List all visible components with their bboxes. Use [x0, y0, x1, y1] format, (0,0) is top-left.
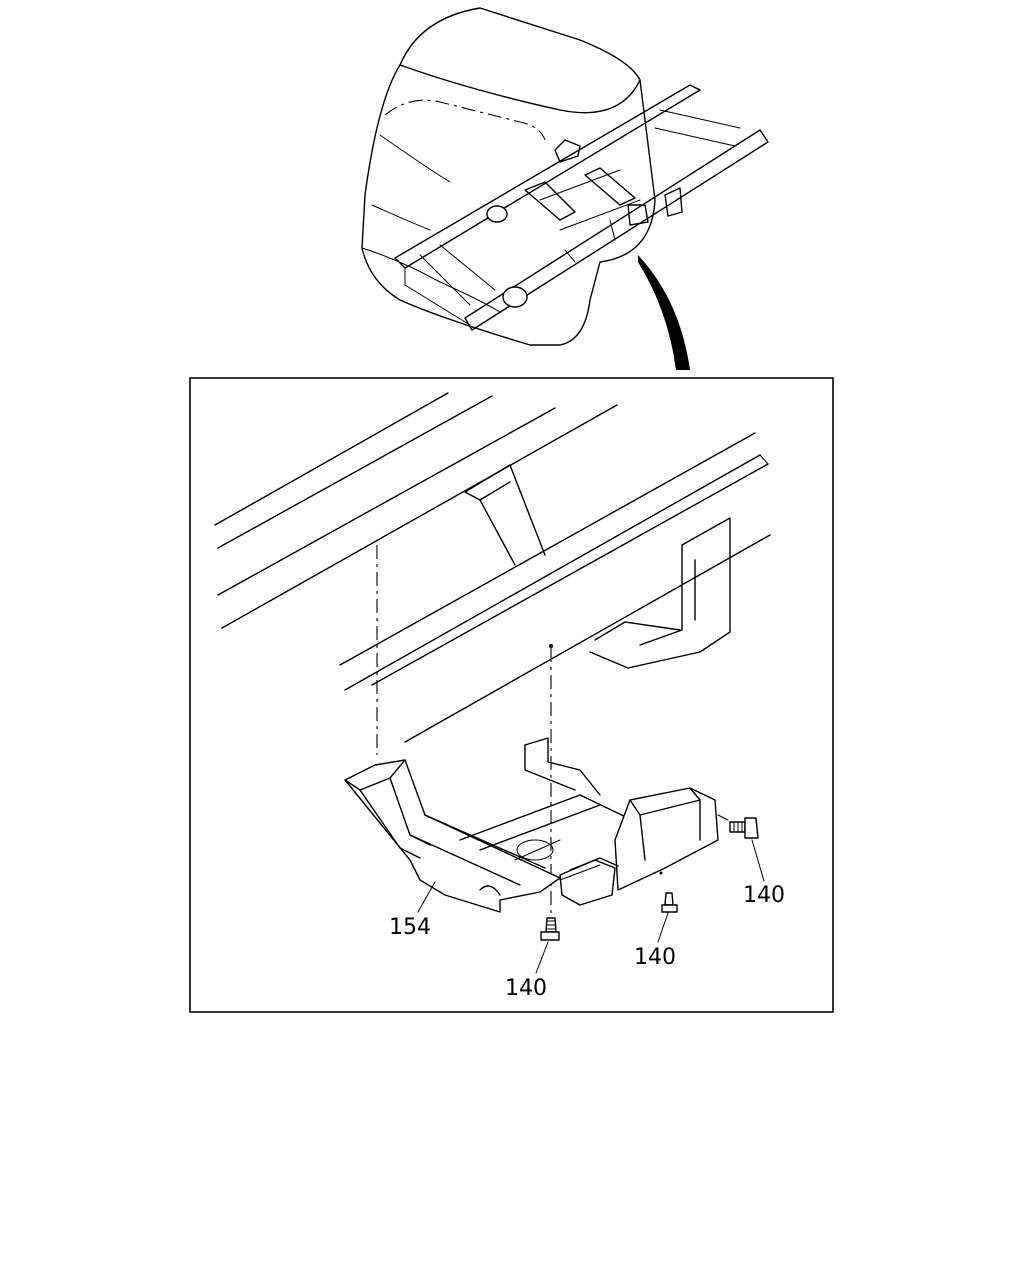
callout-140-bottom: 140	[505, 976, 547, 1001]
callout-140-middle: 140	[634, 945, 676, 970]
leader-line-140-right	[751, 839, 765, 882]
bolt-140-right	[717, 814, 759, 839]
leader-line-140-bottom	[535, 941, 549, 974]
cab-overview-illustration	[361, 7, 769, 370]
leader-line-154	[417, 881, 436, 913]
callout-154: 154	[389, 915, 431, 940]
bolt-140-bottom	[540, 917, 560, 941]
callout-140-right: 140	[743, 883, 785, 908]
leader-line-140-middle	[657, 912, 669, 943]
bolt-140-middle	[659, 871, 678, 913]
detail-view-illustration	[214, 392, 771, 974]
detail-view-frame	[189, 377, 834, 1013]
